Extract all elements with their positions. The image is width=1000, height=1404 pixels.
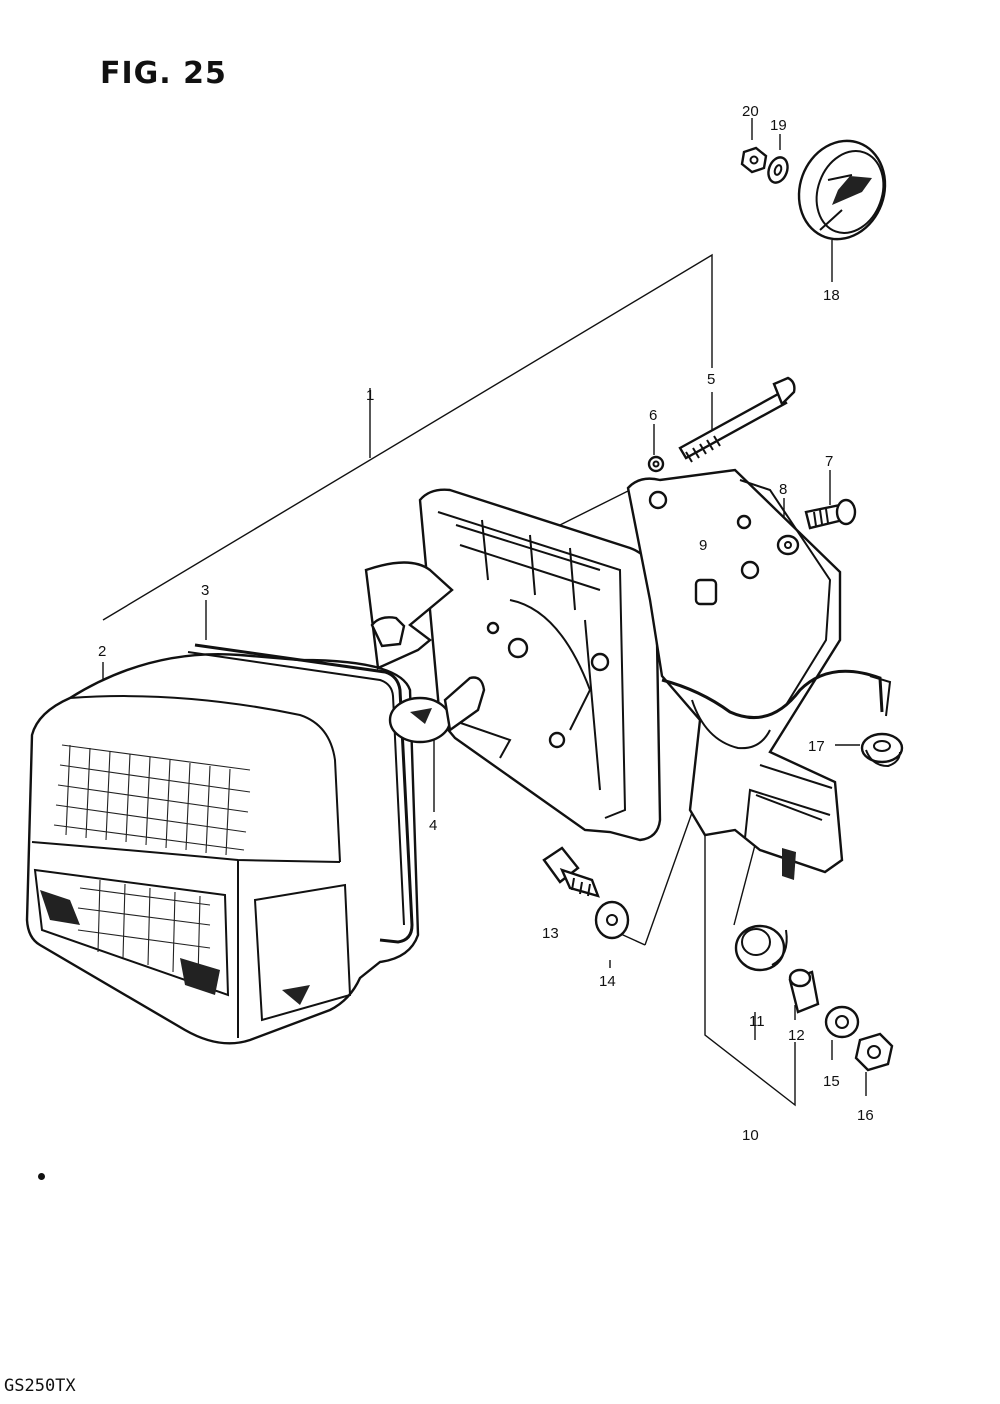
margin-dot — [38, 1173, 45, 1180]
callout-part-13: 13 — [542, 925, 559, 942]
nut-20 — [740, 146, 768, 174]
callout-part-11: 11 — [749, 1013, 765, 1030]
lamp-bracket — [626, 468, 892, 880]
callout-labels: 1 2 3 4 5 6 7 8 9 10 11 12 13 14 15 16 1… — [98, 103, 874, 1144]
callout-part-10: 10 — [742, 1127, 759, 1144]
long-bolt — [678, 376, 796, 463]
model-code: GS250TX — [4, 1376, 76, 1396]
callout-part-8: 8 — [779, 481, 787, 498]
callout-part-16: 16 — [857, 1107, 874, 1124]
tail-lamp-lens — [25, 652, 420, 1045]
bracket-collar — [694, 578, 718, 606]
washer-14 — [594, 900, 630, 940]
callout-part-19: 19 — [770, 117, 787, 134]
callout-part-5: 5 — [707, 371, 715, 388]
callout-part-6: 6 — [649, 407, 657, 424]
callout-part-7: 7 — [825, 453, 833, 470]
reflector — [797, 139, 887, 241]
collar-12 — [788, 968, 820, 1014]
washer-15 — [824, 1005, 860, 1039]
callout-part-15: 15 — [823, 1073, 840, 1090]
callout-part-20: 20 — [742, 103, 759, 120]
figure-title: FIG. 25 — [100, 56, 227, 91]
callout-part-9: 9 — [699, 537, 707, 554]
callout-part-2: 2 — [98, 643, 106, 660]
callout-part-3: 3 — [201, 582, 209, 599]
grommet-11 — [734, 924, 788, 972]
callout-part-1: 1 — [366, 387, 374, 404]
callout-part-14: 14 — [599, 973, 616, 990]
lamp-housing — [418, 488, 662, 842]
nut-16 — [854, 1032, 894, 1072]
washer-19 — [767, 156, 789, 184]
bracket-bolt — [804, 498, 857, 530]
lens-gasket — [187, 643, 414, 944]
washer-8 — [776, 534, 800, 556]
callout-part-12: 12 — [788, 1027, 805, 1044]
bolt-13 — [542, 846, 600, 898]
bulb-and-socket — [364, 561, 486, 744]
grommet-17 — [860, 732, 904, 768]
small-nut — [647, 455, 665, 473]
callout-part-17: 17 — [808, 738, 825, 755]
callout-part-18: 18 — [823, 287, 840, 304]
callout-part-4: 4 — [429, 817, 437, 834]
